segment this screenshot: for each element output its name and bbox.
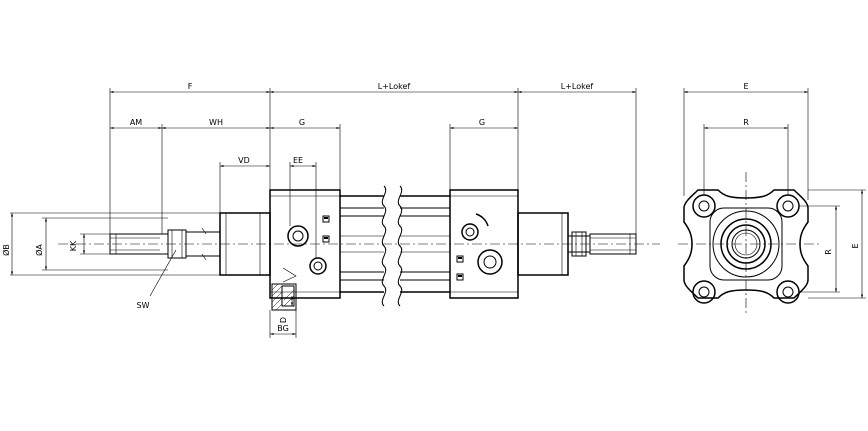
dimension-lines (10, 90, 636, 336)
front-head-block (269, 189, 341, 311)
label-OB: ØB (1, 244, 11, 256)
label-VD: VD (238, 156, 250, 165)
label-EE: EE (293, 156, 303, 165)
label-E-side: E (851, 243, 860, 248)
end-view-boss-middle (720, 218, 772, 270)
label-E-top: E (743, 82, 748, 91)
end-view-rod-bore (726, 224, 766, 264)
label-G-left: G (299, 118, 305, 127)
cylinder-barrel (340, 185, 450, 307)
end-view-inner-face (709, 207, 783, 281)
label-AM: AM (130, 118, 142, 127)
label-WH: WH (209, 118, 223, 127)
label-F: F (188, 82, 193, 91)
label-L-stroke-center: L+Lokef (378, 82, 411, 91)
end-view-dimensions: E R R E (683, 82, 866, 299)
label-R-top: R (743, 118, 749, 127)
rear-cover-boss (517, 212, 569, 276)
label-BG: BG (277, 324, 289, 333)
label-SW: SW (137, 301, 150, 310)
piston-rod-right (567, 231, 637, 257)
label-G-right: G (479, 118, 485, 127)
dimension-labels: F L+Lokef L+Lokef AM WH G G VD EE ØB ØA … (1, 82, 593, 333)
end-view: E R R E (678, 82, 866, 316)
side-view: F L+Lokef L+Lokef AM WH G G VD EE ØB ØA … (1, 82, 660, 338)
label-D: D (279, 317, 288, 323)
label-KK: KK (69, 240, 78, 251)
end-view-rod (731, 229, 761, 259)
end-view-rod-inner (734, 232, 758, 256)
label-R-side: R (824, 249, 833, 255)
label-OA: ØA (34, 244, 44, 256)
label-L-stroke-right: L+Lokef (561, 82, 594, 91)
extension-lines (10, 88, 637, 338)
end-view-boss-outer (712, 210, 780, 278)
end-view-body-outline (683, 189, 809, 299)
